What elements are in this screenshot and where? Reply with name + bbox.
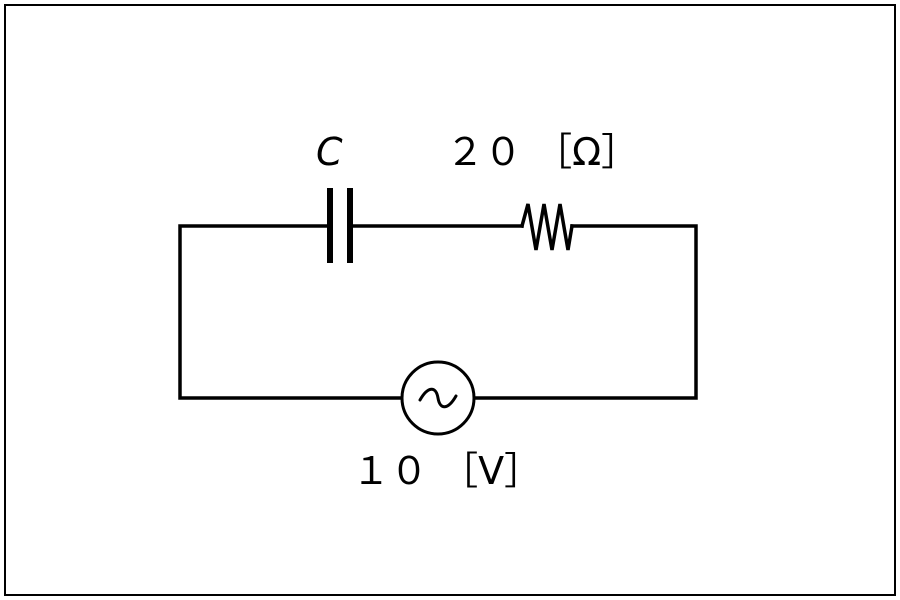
capacitor-symbol	[327, 188, 353, 263]
resistor-symbol	[519, 203, 575, 251]
source-label: １０ ［V］	[352, 449, 542, 493]
sine-wave-icon	[418, 387, 458, 409]
ac-source-symbol	[400, 360, 476, 436]
diagram-frame	[4, 4, 896, 596]
wire-top-right	[472, 224, 698, 400]
wire-top-left	[178, 224, 404, 400]
resistor-label: ２０ ［Ω］	[446, 130, 639, 174]
capacitor-label: C	[316, 130, 343, 174]
circuit-wires	[178, 224, 698, 400]
